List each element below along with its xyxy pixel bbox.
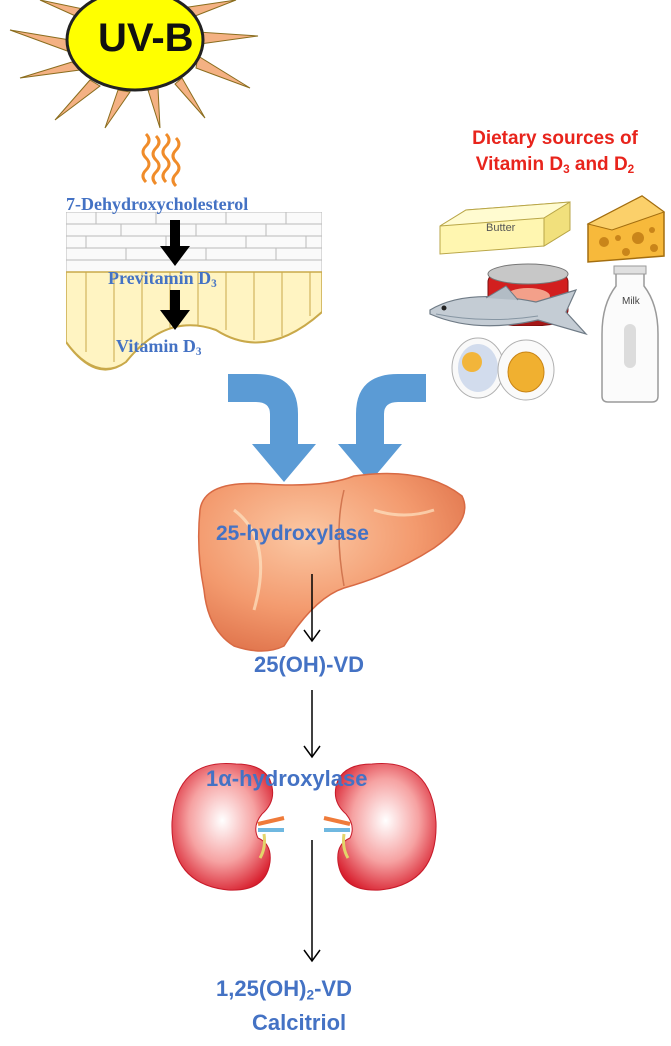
butter-icon — [439, 201, 571, 255]
liver-enzyme-label: 25-hydroxylase — [216, 522, 369, 545]
arrow-to-25ohvd — [303, 574, 321, 643]
diet-to-liver-arrow — [338, 374, 426, 482]
skin-to-liver-arrow — [228, 374, 316, 482]
final-metabolite-label: 1,25(OH)2-VD — [216, 976, 352, 1003]
liver-illustration — [197, 472, 466, 652]
sun-icon — [9, 0, 259, 129]
arrow-to-kidney — [303, 690, 321, 759]
butter-label: Butter — [486, 222, 516, 234]
kidneys-illustration — [171, 762, 437, 891]
calcitriol-label: Calcitriol — [252, 1010, 347, 1035]
skin-layers-illustration — [66, 212, 322, 371]
uv-rays-icon — [141, 132, 181, 188]
dehydrocholesterol-label: 7-Dehydroxycholesterol — [66, 194, 249, 214]
vitamin-d3-label: Vitamin D3 — [116, 336, 202, 358]
25ohvd-label: 25(OH)-VD — [254, 652, 365, 677]
kidney-enzyme-label: 1α-hydroxylase — [206, 766, 368, 791]
uvb-label: UV-B — [98, 16, 194, 60]
cheese-icon — [586, 195, 666, 263]
milk-bottle-icon — [601, 265, 659, 403]
arrow-to-calcitriol — [303, 840, 321, 963]
skin-arrow-down-2 — [160, 290, 190, 330]
boiled-eggs-icon — [451, 337, 555, 401]
dietary-sources-title: Dietary sources of Vitamin D3 and D2 — [472, 128, 638, 176]
skin-arrow-down-1 — [160, 220, 190, 266]
previtamin-d3-label: Previtamin D3 — [108, 268, 217, 290]
fish-icon — [429, 285, 588, 336]
milk-label: Milk — [622, 296, 640, 307]
